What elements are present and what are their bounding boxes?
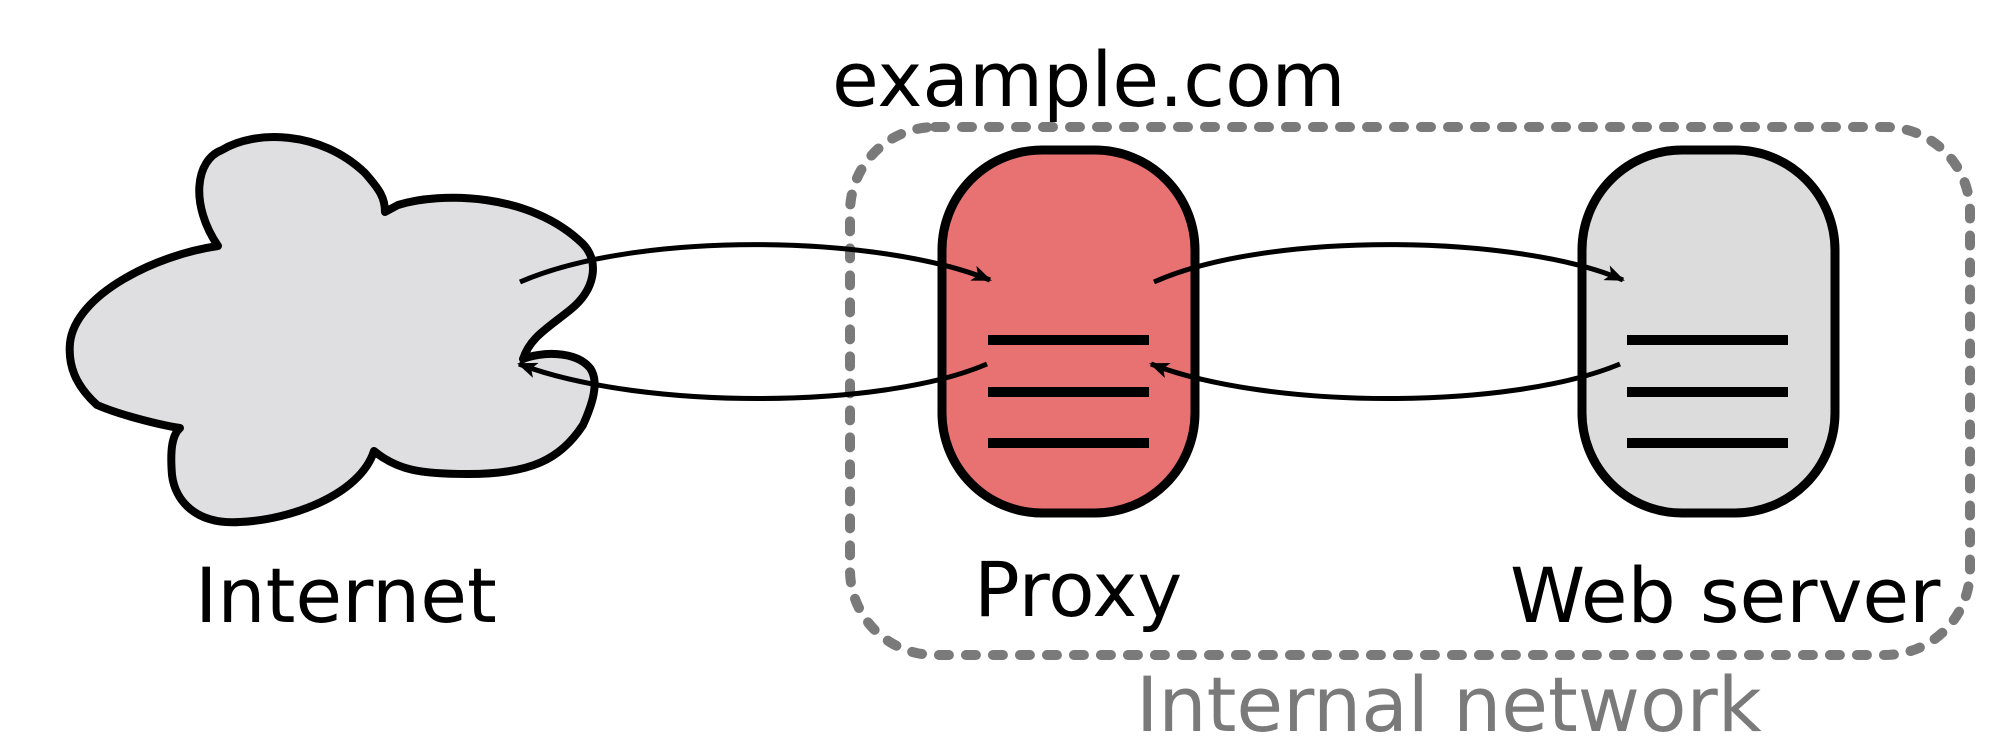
proxy-rack-lines bbox=[988, 335, 1149, 448]
proxy-server-icon bbox=[937, 145, 1200, 518]
proxy-label: Proxy bbox=[974, 545, 1183, 634]
internet-label: Internet bbox=[195, 551, 497, 640]
arrow-proxy-to-internet bbox=[517, 361, 988, 401]
internal-network-boundary bbox=[845, 122, 1975, 660]
arrow-proxy-to-web-server bbox=[1152, 242, 1625, 285]
web-server-label: Web server bbox=[1510, 551, 1941, 640]
arrow-web-server-to-proxy bbox=[1149, 361, 1621, 401]
internet-cloud-icon bbox=[65, 133, 599, 527]
web-server-icon bbox=[1577, 145, 1840, 518]
arrow-internet-to-proxy bbox=[519, 242, 992, 285]
web-server-rack-lines bbox=[1627, 335, 1788, 448]
internal-network-label: Internal network bbox=[1136, 660, 1762, 749]
domain-title: example.com bbox=[832, 35, 1346, 124]
